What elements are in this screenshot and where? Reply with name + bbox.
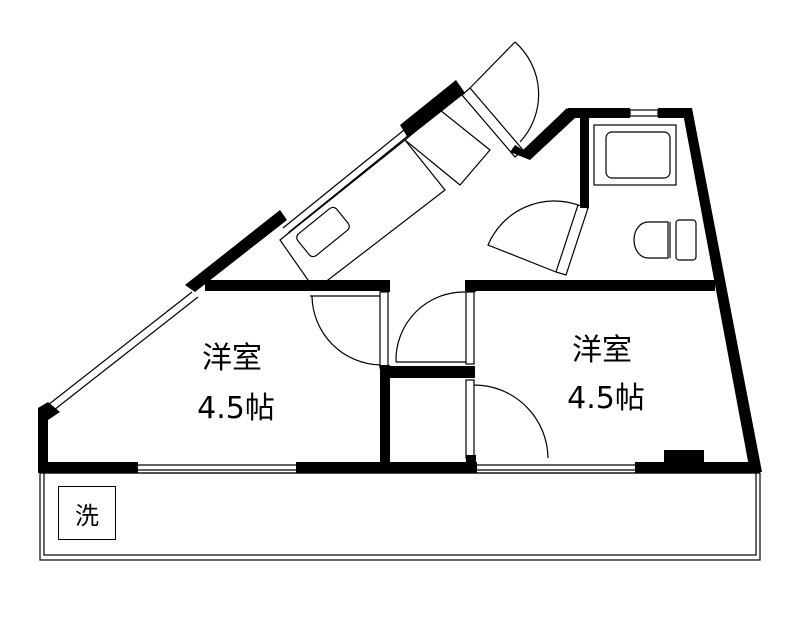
room-right-size: 4.5帖 xyxy=(567,381,645,416)
kitchen-counter xyxy=(279,139,446,291)
room-left-size: 4.5帖 xyxy=(197,391,275,426)
balcony xyxy=(39,472,761,561)
washer-label: 洗 xyxy=(75,501,99,530)
room-left-name: 洋室 xyxy=(202,341,262,376)
walls xyxy=(38,80,762,473)
toilet xyxy=(633,219,697,261)
washer-space: 洗 xyxy=(58,486,116,540)
bathtub xyxy=(593,124,677,186)
room-right-name: 洋室 xyxy=(572,333,632,368)
sink xyxy=(296,206,350,258)
entrance-door xyxy=(461,41,540,158)
